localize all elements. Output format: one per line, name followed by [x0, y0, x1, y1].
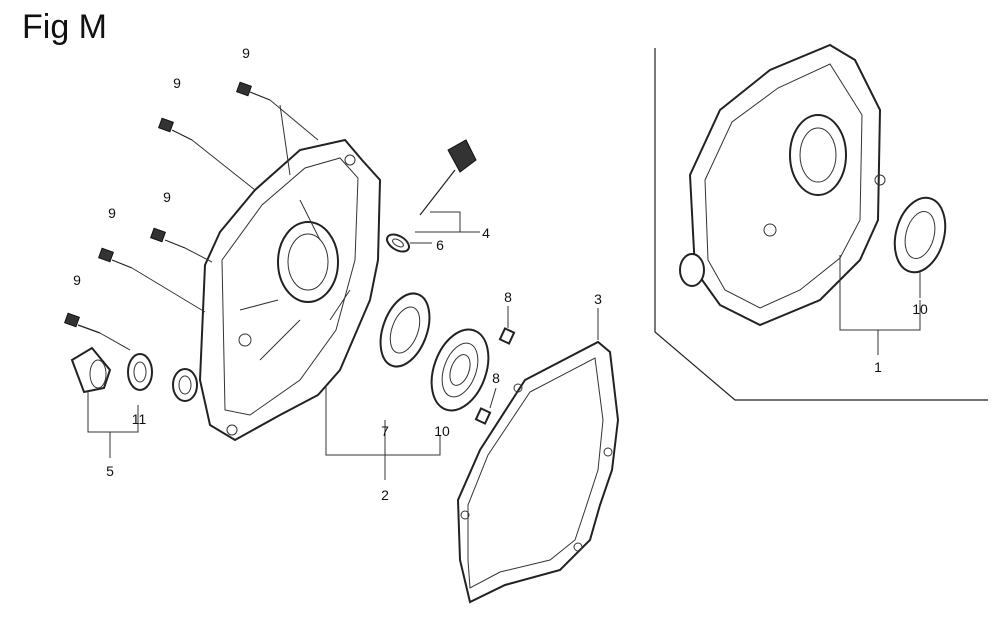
callout-leaders — [87, 211, 921, 480]
bolt-9-top — [236, 81, 271, 101]
callout-4: 4 — [482, 225, 490, 241]
callout-9-upper-left: 9 — [173, 75, 181, 91]
bolt-9-lower-left — [64, 312, 101, 334]
callout-10-main: 10 — [434, 423, 450, 439]
bolt-9-mid — [150, 227, 186, 249]
crankcase-cover — [198, 138, 382, 442]
callout-9-left: 9 — [108, 205, 116, 221]
oil-filler-cap — [419, 139, 477, 216]
callout-9-top: 9 — [242, 45, 250, 61]
callout-9-lower-left: 9 — [73, 272, 81, 288]
callout-6: 6 — [436, 237, 444, 253]
bolt-9-upper-left — [158, 117, 193, 141]
o-ring — [386, 233, 410, 253]
callout-10-inset: 10 — [912, 301, 928, 317]
callout-2: 2 — [381, 487, 389, 503]
seal-holder — [70, 346, 112, 394]
bolt-9-left — [98, 247, 133, 269]
gasket — [456, 340, 620, 604]
inset-frame — [654, 48, 988, 401]
bolt-leaders — [99, 99, 319, 351]
callout-7: 7 — [381, 423, 389, 439]
callout-1: 1 — [874, 359, 882, 375]
callout-labels: 9 9 9 9 9 4 6 8 8 3 7 10 2 11 5 10 1 — [73, 45, 928, 503]
callout-8-lower: 8 — [492, 370, 500, 386]
oil-seal — [379, 292, 431, 368]
seal-ring — [172, 368, 198, 402]
inset-bearing — [893, 196, 947, 274]
bearing — [430, 328, 490, 412]
callout-8-upper: 8 — [504, 289, 512, 305]
dowel-pin-upper — [498, 327, 516, 345]
figure-title: Fig M — [22, 8, 107, 46]
callout-5: 5 — [106, 463, 114, 479]
callout-11: 11 — [132, 411, 147, 427]
seal-11 — [127, 353, 153, 391]
dowel-pin-lower — [474, 407, 492, 425]
callout-3: 3 — [594, 291, 602, 307]
callout-9-mid: 9 — [163, 189, 171, 205]
inset-crankcase-cover — [679, 43, 886, 327]
